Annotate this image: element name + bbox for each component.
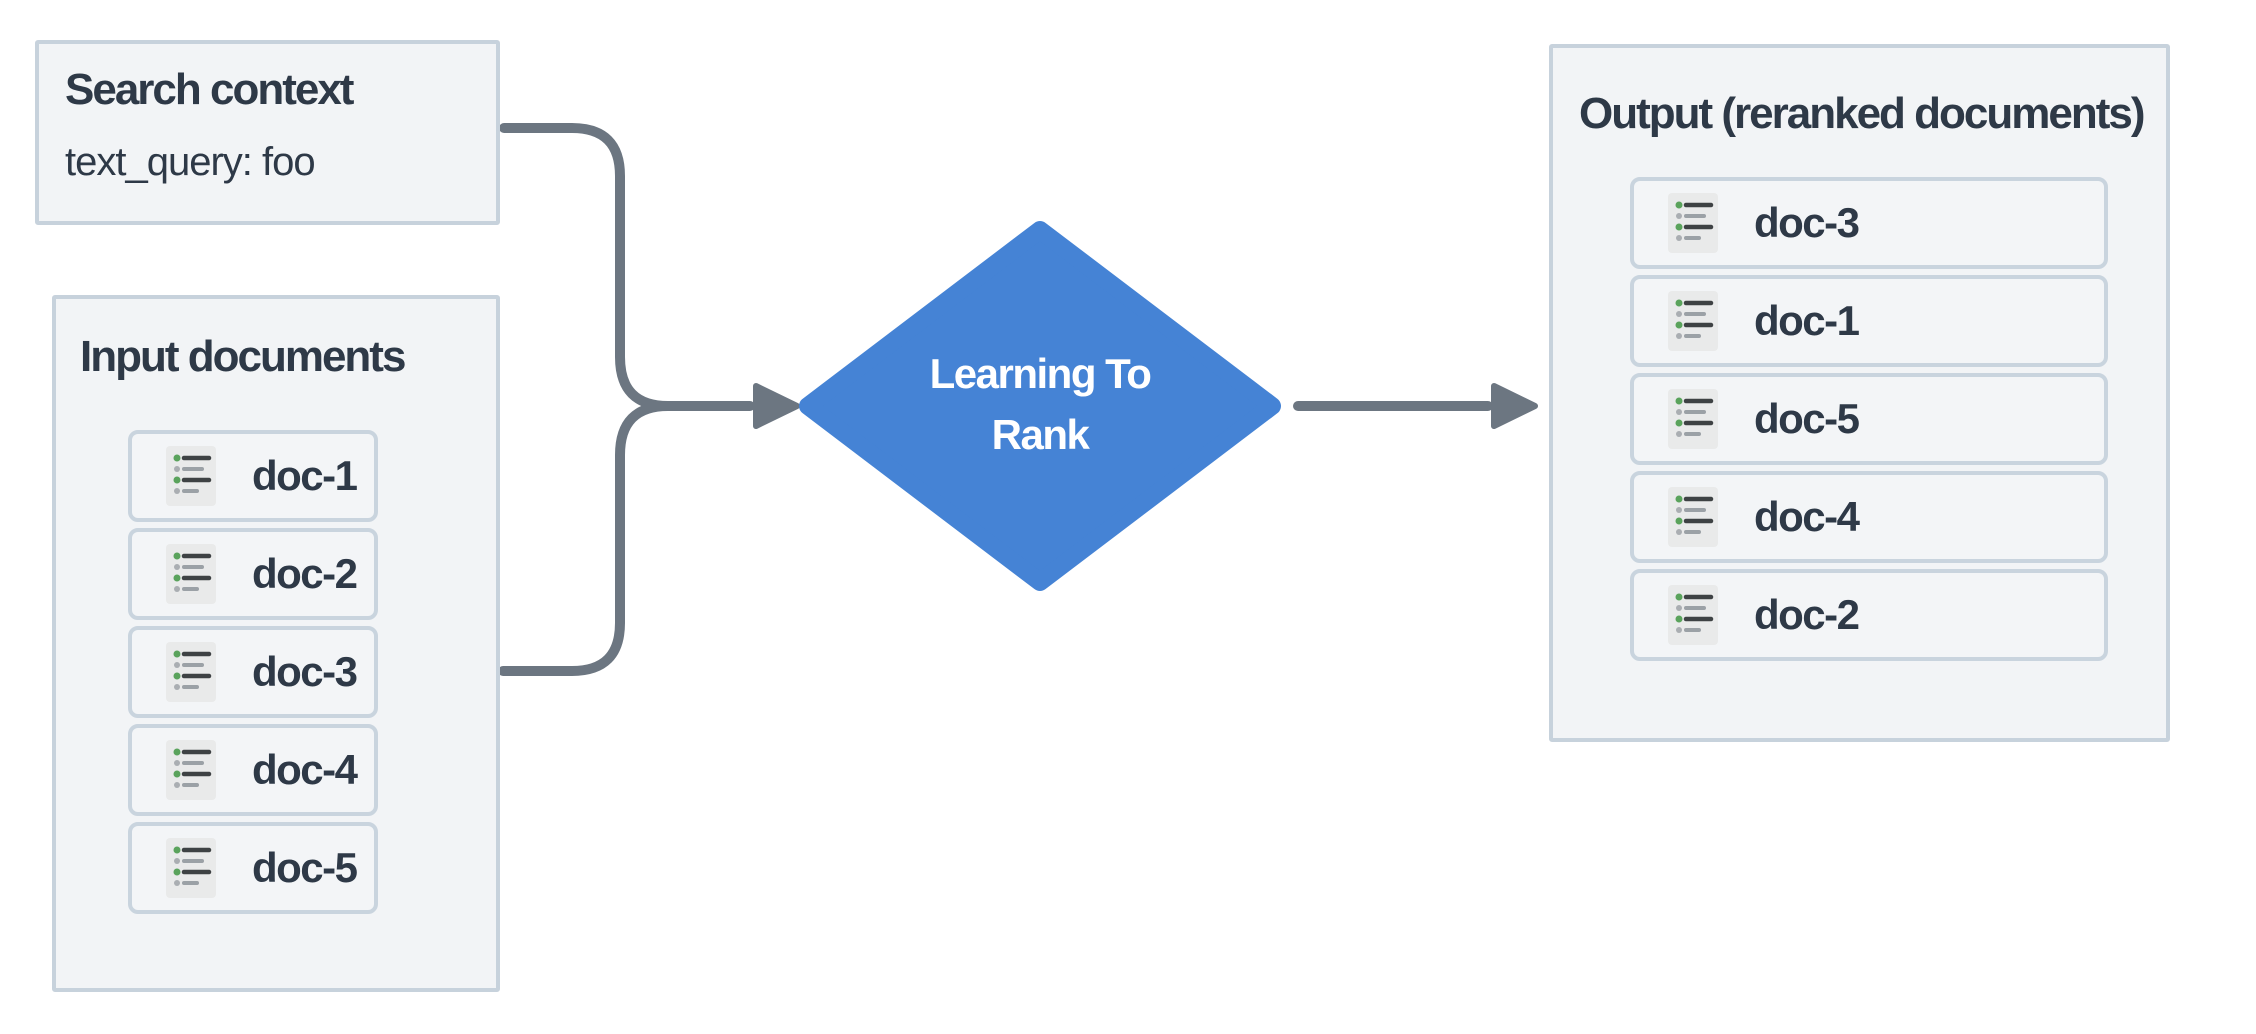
list-icon: [1668, 389, 1718, 449]
list-icon: [1668, 487, 1718, 547]
document-row: doc-4: [1630, 471, 2108, 563]
merge-connector-bottom-branch: [498, 401, 673, 676]
list-icon: [166, 642, 216, 702]
document-row: doc-4: [128, 724, 378, 816]
search-context-box: Search context text_query: foo: [35, 40, 500, 225]
document-row: doc-2: [128, 528, 378, 620]
document-label: doc-5: [252, 844, 358, 891]
document-row: doc-2: [1630, 569, 2108, 661]
document-row: doc-1: [128, 430, 378, 522]
output-documents-title: Output (reranked documents): [1579, 89, 2145, 138]
document-label: doc-3: [1754, 199, 1860, 246]
document-label: doc-1: [1754, 297, 1860, 344]
list-icon: [166, 740, 216, 800]
output-documents-list: doc-3 doc-1 doc-5 do: [1630, 177, 2108, 661]
document-label: doc-3: [252, 648, 358, 695]
learning-to-rank-diamond: [799, 221, 1281, 591]
document-label: doc-2: [252, 550, 358, 597]
document-row: doc-5: [1630, 373, 2108, 465]
merge-connector-top-branch: [499, 123, 755, 411]
input-documents-title: Input documents: [80, 332, 406, 381]
list-icon: [166, 838, 216, 898]
document-row: doc-1: [1630, 275, 2108, 367]
learning-to-rank-label: Learning To Rank: [880, 343, 1200, 465]
list-icon: [166, 446, 216, 506]
document-label: doc-4: [1754, 493, 1860, 540]
search-query-text: text_query: foo: [65, 140, 316, 184]
document-label: doc-1: [252, 452, 358, 499]
document-row: doc-3: [128, 626, 378, 718]
list-icon: [166, 544, 216, 604]
input-documents-list: doc-1 doc-2 doc-3 do: [128, 430, 378, 914]
arrowhead-to-ranker-icon: [753, 383, 800, 429]
list-icon: [1668, 193, 1718, 253]
document-label: doc-4: [252, 746, 358, 793]
list-icon: [1668, 291, 1718, 351]
list-icon: [1668, 585, 1718, 645]
search-context-title: Search context: [65, 65, 354, 114]
document-row: doc-3: [1630, 177, 2108, 269]
learning-to-rank-label-line2: Rank: [991, 411, 1090, 458]
arrowhead-to-output-icon: [1491, 383, 1538, 429]
document-label: doc-5: [1754, 395, 1860, 442]
document-row: doc-5: [128, 822, 378, 914]
document-label: doc-2: [1754, 591, 1860, 638]
learning-to-rank-label-line1: Learning To: [929, 350, 1152, 397]
